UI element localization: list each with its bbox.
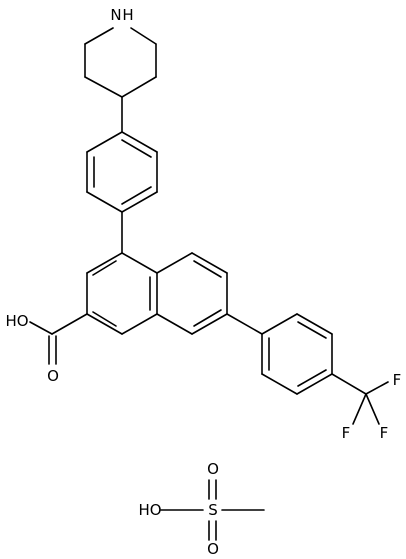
bond [86,191,123,213]
bond [365,381,389,395]
bond [121,131,158,153]
bond [296,313,333,335]
bond [84,27,114,45]
atom-label-s: S [208,501,218,519]
double-bond [193,260,222,278]
bond [156,313,193,335]
atom-label-f1: F [393,371,402,389]
upper-phenyl-ring [86,131,158,213]
bond [121,313,158,335]
lower-phenyl-ring [261,313,333,395]
double-bond [193,309,222,327]
bond [352,393,367,425]
atom-label-n: N [110,6,121,24]
double-bond [92,311,117,327]
bond [86,252,123,274]
naphthalene-right-ring [156,252,228,335]
bond [121,76,157,98]
bond [296,373,333,395]
double-bond [121,139,152,158]
double-bond [92,260,117,276]
bond [130,27,157,45]
methanesulfonic-acid [160,479,265,541]
atom-label-sulfonic-oh: HO [138,501,161,519]
atom-label-nh-h: H [122,6,133,24]
bond [226,313,263,335]
bond [86,313,123,335]
piperidine-ring [84,27,157,98]
bond [86,131,123,153]
bond [261,373,298,395]
bond [84,76,123,98]
atom-label-acid-o: O [47,367,59,385]
bond [121,191,158,213]
atom-label-s-o-bottom: O [207,540,219,558]
bond [261,313,298,335]
atom-label-s-o-top: O [207,460,219,478]
atom-label-acid-oh: HO [5,312,28,330]
bond [29,321,53,335]
carboxylic-acid-group [29,313,88,365]
atom-label-f3: F [380,424,389,442]
trifluoromethyl-group [331,373,389,425]
bond [51,313,88,335]
naphthalene-left-ring [86,252,158,335]
atom-label-f2: F [342,424,351,442]
double-bond [297,369,327,387]
bond [191,252,228,274]
bond [331,373,367,395]
bond [156,252,193,274]
bond [365,393,380,425]
double-bond [297,321,327,339]
bond [191,313,228,335]
double-bond [121,186,152,205]
bond [121,252,158,274]
